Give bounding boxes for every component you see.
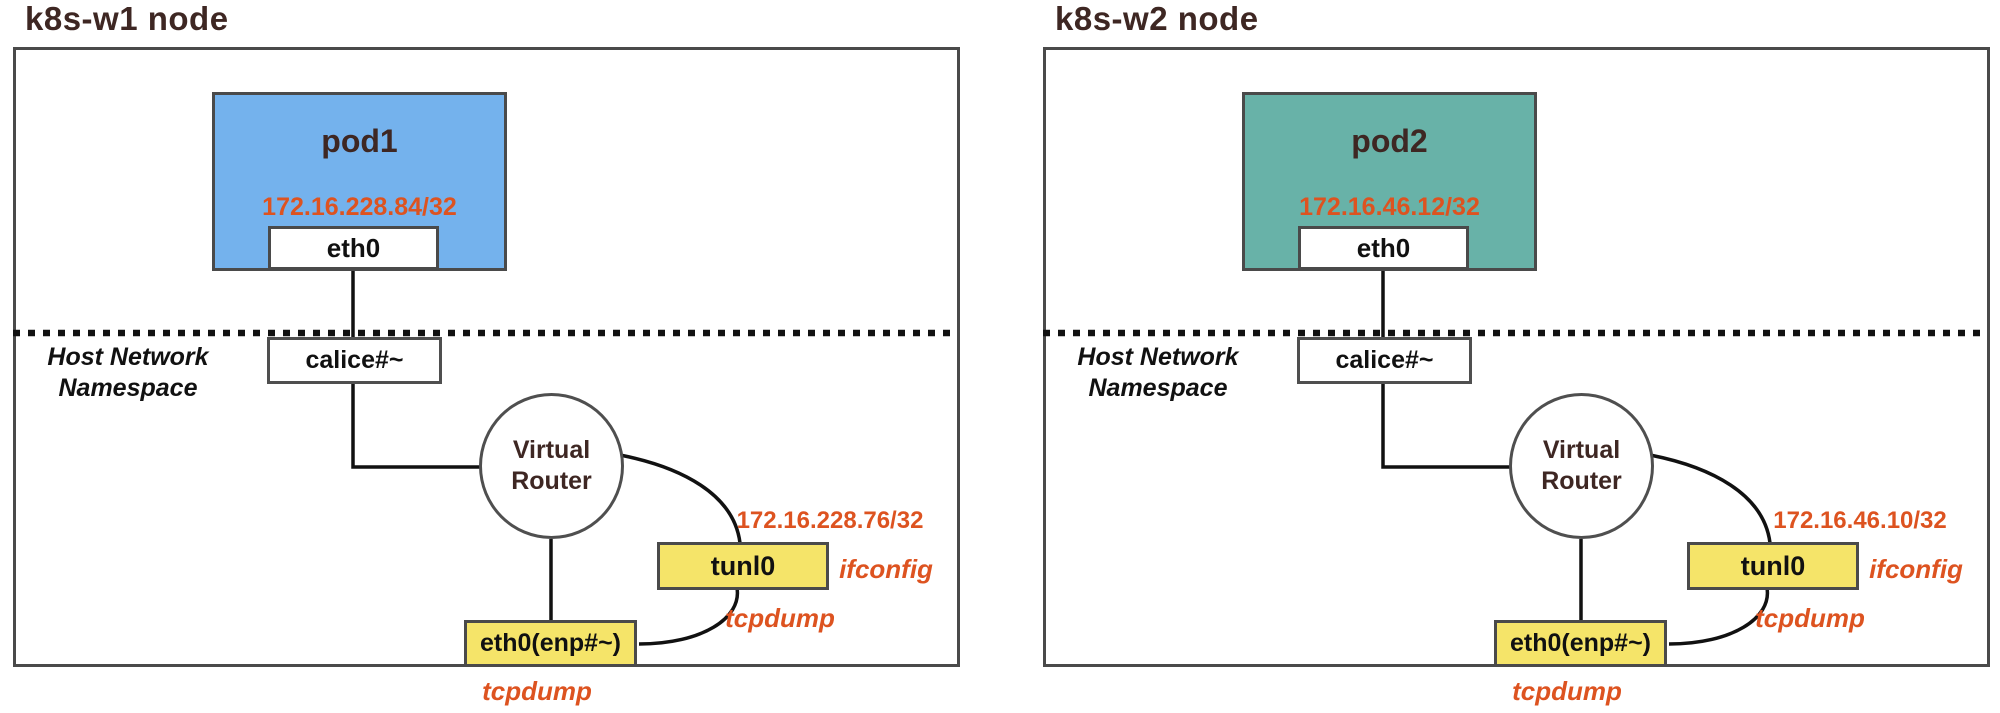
router-to-tunl0-curve xyxy=(1649,453,1772,544)
pod-box: pod1 172.16.228.84/32 eth0 xyxy=(212,92,507,271)
virtual-router-circle: Virtual Router xyxy=(479,393,624,539)
pod-ip: 172.16.46.12/32 xyxy=(1299,193,1480,221)
pod-box: pod2 172.16.46.12/32 eth0 xyxy=(1242,92,1537,271)
tunl0-interface: tunl0 xyxy=(1687,542,1859,590)
pod-ip: 172.16.228.84/32 xyxy=(262,193,457,221)
pod-eth0-interface: eth0 xyxy=(1298,226,1469,270)
tcpdump-nic-label: tcpdump xyxy=(482,676,592,706)
tunl0-interface: tunl0 xyxy=(657,542,829,590)
node-title: k8s-w1 node xyxy=(25,0,229,37)
virtual-router-label: Virtual Router xyxy=(511,435,592,495)
pod-name: pod2 xyxy=(1351,123,1428,159)
host-network-namespace-label: Host Network Namespace xyxy=(47,343,209,402)
calico-veth-interface: calice#~ xyxy=(267,337,442,384)
tunl0-to-nic-curve xyxy=(638,587,740,646)
tcpdump-tunl0-label: tcpdump xyxy=(725,603,835,633)
tunl0-to-nic-curve xyxy=(1668,587,1770,646)
calico-veth-interface: calice#~ xyxy=(1297,337,1472,384)
virtual-router-circle: Virtual Router xyxy=(1509,393,1654,539)
nic-eth0-interface: eth0(enp#~) xyxy=(464,620,637,667)
pod-name: pod1 xyxy=(321,123,398,159)
ifconfig-label: ifconfig xyxy=(1869,554,1963,584)
node-boundary: pod2 172.16.46.12/32 eth0 Host Network N… xyxy=(1043,47,1990,706)
ifconfig-label: ifconfig xyxy=(839,554,933,584)
host-network-namespace-label: Host Network Namespace xyxy=(1077,343,1239,402)
router-to-tunl0-curve xyxy=(619,453,742,544)
node-k8s-w2: k8s-w2 node pod2 172.16.46.12/32 eth0 Ho… xyxy=(1043,0,1990,713)
node-k8s-w1: k8s-w1 node pod1 172.16.228.84/32 eth0 H… xyxy=(13,0,960,713)
tunl0-ip: 172.16.46.10/32 xyxy=(1773,507,1947,534)
tcpdump-nic-label: tcpdump xyxy=(1512,676,1622,706)
tunl0-ip: 172.16.228.76/32 xyxy=(736,507,924,534)
nic-eth0-interface: eth0(enp#~) xyxy=(1494,620,1667,667)
pod-eth0-interface: eth0 xyxy=(268,226,439,270)
connector-wires xyxy=(1043,269,1984,646)
node-title: k8s-w2 node xyxy=(1055,0,1259,37)
tcpdump-tunl0-label: tcpdump xyxy=(1755,603,1865,633)
virtual-router-label: Virtual Router xyxy=(1541,435,1622,495)
connector-wires xyxy=(13,269,954,646)
node-boundary: pod1 172.16.228.84/32 eth0 Host Network … xyxy=(13,47,960,706)
